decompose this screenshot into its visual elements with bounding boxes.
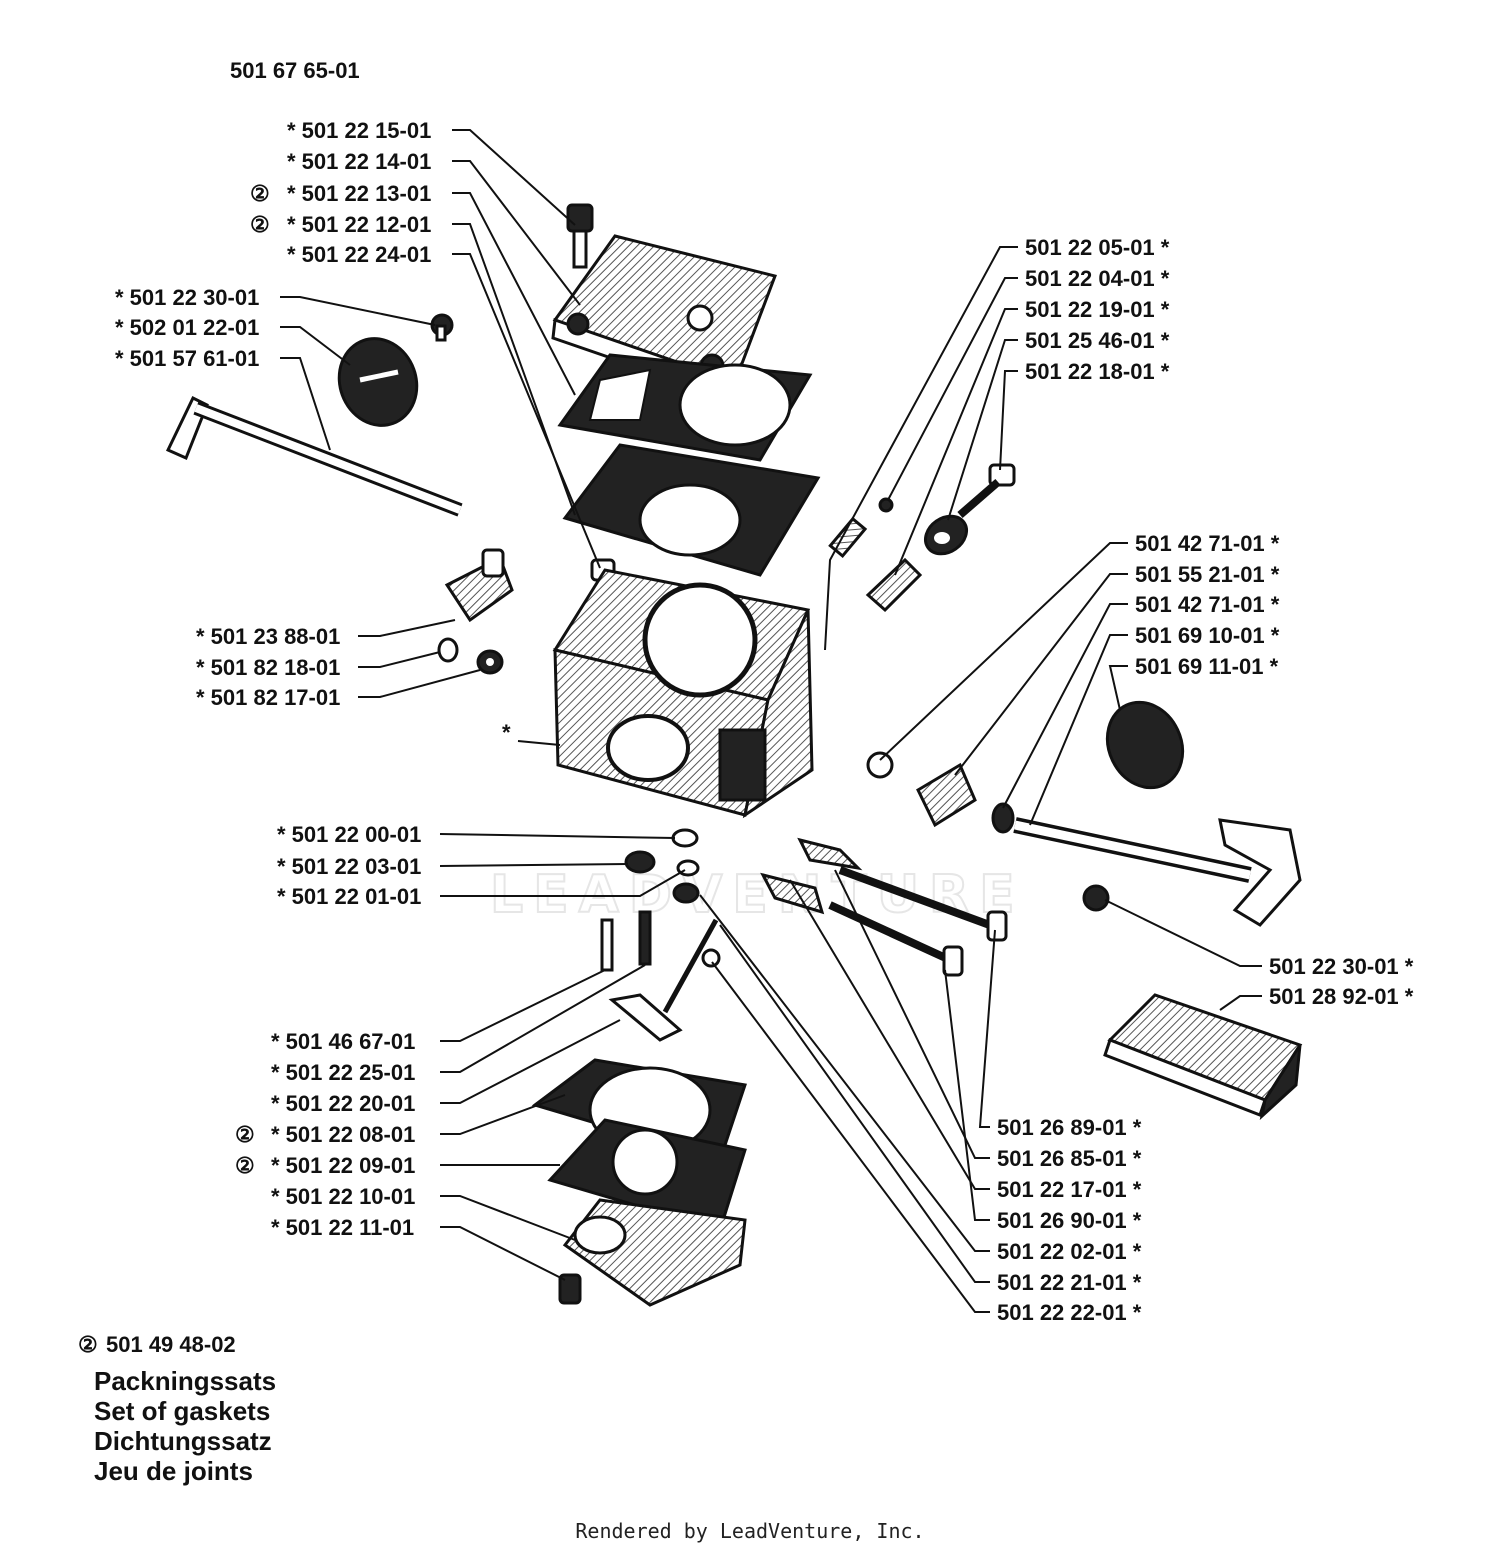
lower-small-parts [600,828,721,1042]
part-label: * 501 22 09-01 [271,1153,415,1178]
part-label: 501 22 21-01 * [997,1270,1142,1295]
part-label: * 501 22 03-01 [277,854,421,879]
part-label: * [502,720,511,745]
kit-marker-icon: ② [235,1122,255,1147]
part-label: * 501 22 14-01 [287,149,431,174]
part-label: 501 55 21-01 * [1135,562,1280,587]
part-label: 501 42 71-01 * [1135,592,1280,617]
part-label: * 501 22 12-01 [287,212,431,237]
kit-marker-icon: ② [78,1332,98,1357]
leader-lines [280,129,1262,1313]
metering-cover [558,1198,747,1307]
footer-credit: Rendered by LeadVenture, Inc. [575,1519,924,1543]
part-label: * 501 22 15-01 [287,118,431,143]
part-label: 501 25 46-01 * [1025,328,1170,353]
kit-marker-icon: ② [250,212,270,237]
metering-diaphragm [547,1118,747,1232]
part-label: * 501 23 88-01 [196,624,340,649]
needle-valve-parts [828,463,1016,613]
part-label: * 501 82 18-01 [196,655,340,680]
part-label: 501 26 85-01 * [997,1146,1142,1171]
pump-diaphragm [562,443,821,577]
part-label: 501 22 02-01 * [997,1239,1142,1264]
part-label: * 501 22 25-01 [271,1060,415,1085]
part-label: * 501 82 17-01 [196,685,340,710]
kit-name-french: Jeu de joints [94,1456,253,1486]
kit-name-english: Set of gaskets [94,1396,270,1426]
part-label: 501 22 04-01 * [1025,266,1170,291]
kit-code: 501 49 48-02 [106,1332,236,1357]
part-label: 501 28 92-01 * [1269,984,1414,1009]
adjustment-parts [760,700,1302,977]
part-label: 501 22 30-01 * [1269,954,1414,979]
assembly-code: 501 67 65-01 [230,58,360,83]
part-label: * 501 22 08-01 [271,1122,415,1147]
part-label: 501 22 18-01 * [1025,359,1170,384]
upper-left-small-parts [165,313,463,517]
part-labels: * 501 22 15-01 * 501 22 14-01 * 501 22 1… [115,118,1414,1325]
part-label: 501 69 10-01 * [1135,623,1280,648]
kit-markers: ② ② ② ② [235,181,270,1178]
part-label: 501 26 89-01 * [997,1115,1142,1140]
part-label: * 501 22 30-01 [115,285,259,310]
top-screw [566,203,594,269]
part-label: 501 42 71-01 * [1135,531,1280,556]
part-label: * 501 22 11-01 [271,1215,414,1240]
part-label: 501 22 17-01 * [997,1177,1142,1202]
parts-drawing [165,203,1303,1307]
part-label: 501 69 11-01 * [1135,654,1279,679]
part-label: * 501 57 61-01 [115,346,259,371]
part-label: 501 22 05-01 * [1025,235,1170,260]
part-label: 501 22 19-01 * [1025,297,1170,322]
part-label: * 501 22 20-01 [271,1091,415,1116]
gasket-kit-legend: ② 501 49 48-02 Packningssats Set of gask… [78,1332,276,1486]
part-label: * 501 22 01-01 [277,884,421,909]
carburetor-body [552,568,814,819]
part-label: 501 22 22-01 * [997,1300,1142,1325]
filter-cover [1103,993,1303,1121]
part-label: * 501 22 13-01 [287,181,431,206]
part-label: * 501 22 00-01 [277,822,421,847]
part-label: 501 26 90-01 * [997,1208,1142,1233]
part-label: * 501 22 24-01 [287,242,431,267]
part-label: * 502 01 22-01 [115,315,259,340]
part-label: * 501 22 10-01 [271,1184,415,1209]
inlet-fitting [437,548,514,675]
kit-name-german: Dichtungssatz [94,1426,272,1456]
kit-marker-icon: ② [250,181,270,206]
pump-gasket [557,353,813,462]
part-label: * 501 46 67-01 [271,1029,415,1054]
kit-marker-icon: ② [235,1153,255,1178]
kit-name-swedish: Packningssats [94,1366,276,1396]
